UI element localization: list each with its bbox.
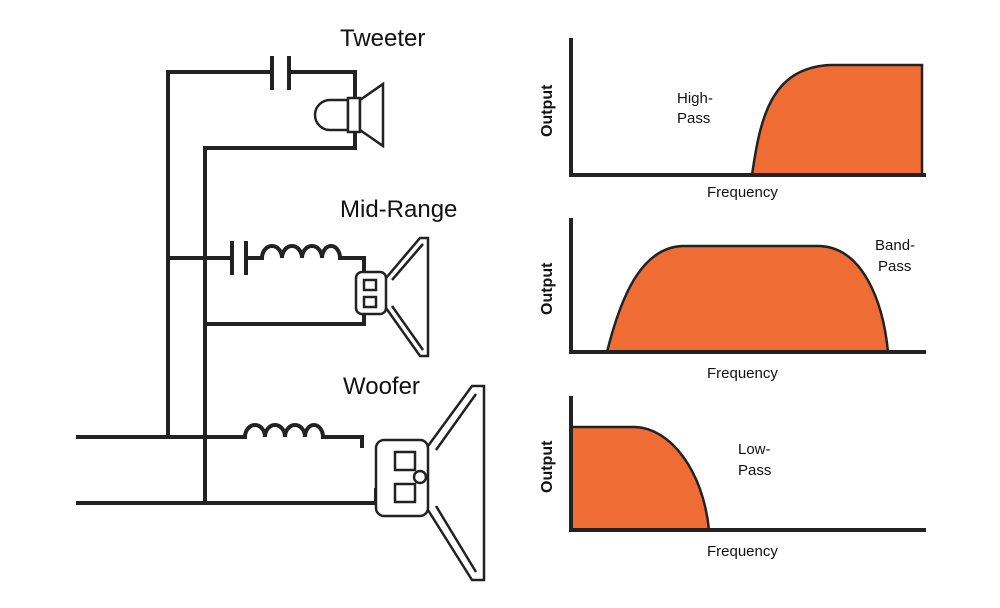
low-pass-axes bbox=[569, 396, 926, 532]
midrange-return-wire bbox=[203, 308, 366, 326]
midrange-capacitor-icon bbox=[230, 241, 248, 275]
tweeter-feed-wire bbox=[166, 70, 357, 104]
tweeter-return-wire bbox=[203, 126, 357, 150]
woofer-label: Woofer bbox=[343, 373, 420, 400]
low-pass-response-area bbox=[569, 425, 711, 532]
band-pass-label-line1: Band- bbox=[875, 237, 915, 254]
woofer-inductor-icon bbox=[242, 423, 326, 440]
band-pass-label-line2: Pass bbox=[878, 258, 911, 275]
tweeter-capacitor-icon bbox=[270, 56, 291, 90]
crossover-circuit: Tweeter Mid-Range Woofer bbox=[76, 25, 486, 582]
high-pass-response-area bbox=[750, 63, 924, 177]
high-pass-chart: Output Frequency High- Pass bbox=[539, 38, 926, 201]
high-pass-xlabel: Frequency bbox=[707, 184, 778, 201]
low-pass-label-line2: Pass bbox=[738, 462, 771, 479]
low-pass-label-line1: Low- bbox=[738, 441, 771, 458]
band-pass-ylabel: Output bbox=[539, 262, 556, 315]
midrange-speaker-icon bbox=[354, 236, 430, 358]
high-pass-label-line1: High- bbox=[677, 90, 713, 107]
low-pass-chart: Output Frequency Low- Pass bbox=[539, 396, 926, 560]
midrange-inductor-icon bbox=[259, 244, 343, 261]
woofer-speaker-icon bbox=[374, 384, 486, 582]
high-pass-label-line2: Pass bbox=[677, 110, 710, 127]
high-pass-ylabel: Output bbox=[539, 84, 556, 137]
tweeter-label: Tweeter bbox=[340, 25, 425, 52]
tweeter-icon bbox=[313, 81, 385, 149]
band-pass-response-area bbox=[605, 244, 890, 354]
low-pass-xlabel: Frequency bbox=[707, 543, 778, 560]
band-pass-chart: Output Frequency Band- Pass bbox=[539, 218, 926, 382]
band-pass-axes bbox=[569, 218, 926, 354]
high-pass-axes bbox=[569, 38, 926, 177]
midrange-feed-wire bbox=[166, 256, 366, 278]
low-pass-ylabel: Output bbox=[539, 440, 556, 493]
band-pass-xlabel: Frequency bbox=[707, 365, 778, 382]
woofer-feed-wire bbox=[321, 435, 364, 448]
midrange-label: Mid-Range bbox=[340, 196, 457, 223]
